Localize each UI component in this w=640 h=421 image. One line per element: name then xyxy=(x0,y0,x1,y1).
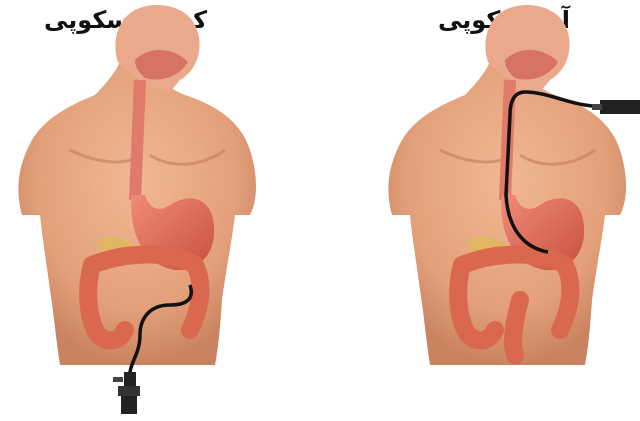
right-scope-handle xyxy=(592,100,640,114)
left-esophagus xyxy=(135,80,140,200)
left-figure xyxy=(18,5,256,414)
right-figure xyxy=(388,5,640,365)
left-scope-handle xyxy=(113,372,140,414)
